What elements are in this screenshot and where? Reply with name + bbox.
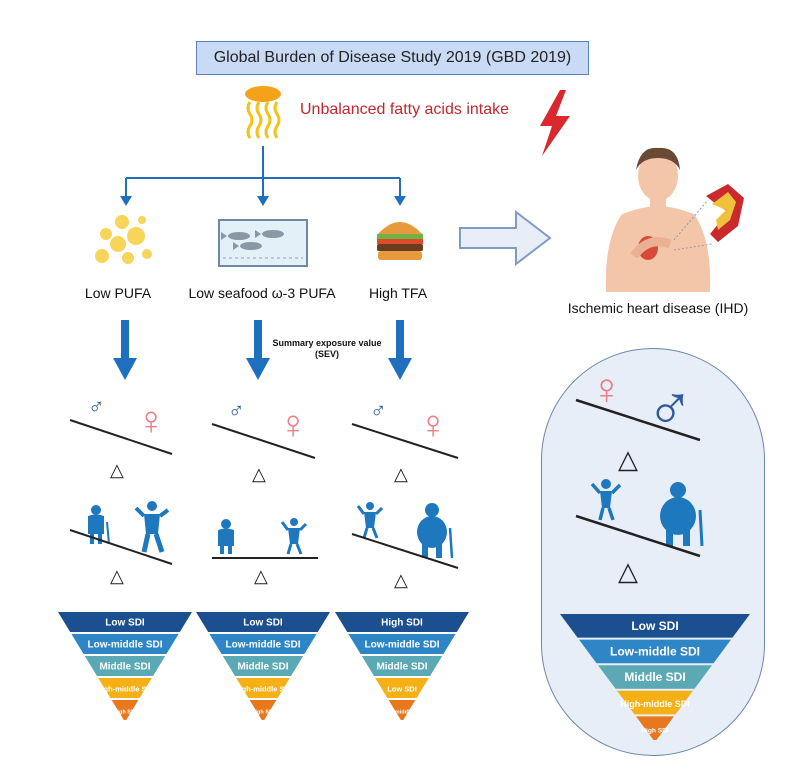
label-low-pufa: Low PUFA <box>84 285 152 301</box>
pufa-droplets-icon <box>95 215 152 264</box>
ihd-label: Ischemic heart disease (IHD) <box>567 300 749 316</box>
sdi-tier <box>196 612 330 632</box>
sex-balance-col2: ♂ ♀ △ <box>211 398 316 484</box>
sdi-tier-label: Low-middle SDI <box>365 640 440 651</box>
sdi-tier <box>388 700 416 720</box>
sdi-tier-label: Low SDI <box>631 619 678 633</box>
delta-symbol: △ <box>252 464 266 484</box>
study-title: Global Burden of Disease Study 2019 (GBD… <box>213 49 572 66</box>
sev-label: Summary exposure value (SEV) <box>272 338 381 360</box>
sdi-tier-label: Middle SDI <box>624 670 685 684</box>
sdi-tier-label: High-middle SDI <box>96 685 154 694</box>
sdi-tier-label: Middle SDI <box>237 662 288 673</box>
sdi-tier-label: Middle SDI <box>376 662 427 673</box>
label-high-tfa: High TFA <box>368 285 428 301</box>
delta-symbol: △ <box>254 566 268 586</box>
sdi-tier <box>361 656 443 676</box>
sdi-tier-label: Low SDI <box>243 618 283 629</box>
youth-icon <box>280 518 308 555</box>
sdi-pyramid: Low SDI Low-middle SDI Middle SDI High-midd… <box>560 614 750 740</box>
delta-symbol: △ <box>618 556 638 586</box>
sex-balance-col1: ♂ ♀ △ <box>69 394 173 480</box>
sdi-tier-label: High SDI <box>641 727 669 734</box>
youth-icon <box>590 479 622 521</box>
sex-balance-col3: ♂ ♀ △ <box>351 398 459 484</box>
sdi-tier-label: High-middle SDI <box>234 685 292 694</box>
sdi-tier <box>348 634 456 654</box>
sdi-tier <box>636 716 674 740</box>
sdi-tier <box>236 678 290 698</box>
youth-icon <box>356 502 384 539</box>
sdi-pyramid: High SDI Low-middle SDI Middle SDI Low SDI H… <box>335 612 469 720</box>
seafood-tank-icon <box>218 219 308 267</box>
sdi-pyramid: Low SDI Low-middle SDI Middle SDI High-midd… <box>196 612 330 720</box>
delta-symbol: △ <box>110 566 124 586</box>
sdi-tier-label: High SDI <box>381 618 423 629</box>
delta-symbol: △ <box>618 444 638 474</box>
sdi-tier <box>58 612 192 632</box>
female-symbol: ♀ <box>418 403 448 447</box>
sdi-tier <box>222 656 304 676</box>
sdi-tier <box>560 614 750 638</box>
sdi-tier-label: High SDI <box>114 710 137 716</box>
female-symbol: ♀ <box>136 399 166 443</box>
delta-symbol: △ <box>394 464 408 484</box>
delta-symbol: △ <box>110 460 124 480</box>
sdi-tier-label: Low SDI <box>387 685 417 694</box>
label-low-seafood-pufa: Low seafood ω-3 PUFA <box>188 285 336 301</box>
elderly-icon <box>660 482 704 547</box>
sdi-tier <box>84 656 166 676</box>
sdi-tier-label: Low-middle SDI <box>226 640 301 651</box>
sdi-tier <box>98 678 152 698</box>
sdi-tier <box>71 634 179 654</box>
sdi-tier <box>249 700 277 720</box>
age-balance-row: △ △ △ <box>69 501 459 590</box>
study-title-box: Global Burden of Disease Study 2019 (GBD… <box>196 41 589 75</box>
female-symbol: ♀ <box>278 403 308 447</box>
sdi-tier <box>111 700 139 720</box>
male-symbol: ♂ <box>646 372 694 444</box>
youth-icon <box>134 501 170 553</box>
branch-connector <box>120 146 406 206</box>
burger-icon <box>377 222 423 260</box>
sdi-tier <box>598 665 712 689</box>
unbalanced-intake-label: Unbalanced fatty acids intake <box>300 101 510 118</box>
sdi-tier-label: High SDI <box>252 710 275 716</box>
sdi-tier-label: Middle SDI <box>99 662 150 673</box>
ihd-balances: ♀ ♂ △ △ <box>575 365 704 586</box>
sdi-tier <box>209 634 317 654</box>
male-symbol: ♂ <box>370 398 387 423</box>
sdi-pyramid: Low SDI Low-middle SDI Middle SDI High-midd… <box>58 612 192 720</box>
sdi-tier <box>579 639 731 664</box>
sdi-tier <box>375 678 429 698</box>
male-symbol: ♂ <box>88 394 105 419</box>
lightning-bolt-icon <box>540 90 570 156</box>
sdi-tier-label: Low-middle SDI <box>610 645 700 659</box>
sdi-tier-label: High-middle SDI <box>381 710 424 716</box>
sdi-tier-label: Low SDI <box>105 618 145 629</box>
delta-symbol: △ <box>394 570 408 590</box>
male-symbol: ♂ <box>228 398 245 423</box>
sev-label-line2: (SEV) <box>314 349 339 359</box>
sdi-tier-label: Low-middle SDI <box>88 640 163 651</box>
elderly-icon <box>218 519 234 554</box>
sev-arrows <box>113 320 412 380</box>
sdi-tier <box>335 612 469 632</box>
age-balance-beam-1 <box>69 529 173 565</box>
fatty-acid-icon <box>245 86 281 139</box>
age-balance-beam-3 <box>351 533 459 569</box>
sdi-tier-label: High-middle SDI <box>620 699 690 709</box>
elderly-icon <box>88 505 110 545</box>
ihd-patient-illustration <box>605 147 744 292</box>
sev-label-line1: Summary exposure value <box>272 338 382 348</box>
elderly-icon <box>417 503 454 559</box>
sdi-tier <box>617 690 693 715</box>
sex-balance-row: ♂ ♀ △ ♂ ♀ △ ♂ ♀ △ <box>69 394 459 484</box>
outcome-arrow <box>459 210 552 266</box>
